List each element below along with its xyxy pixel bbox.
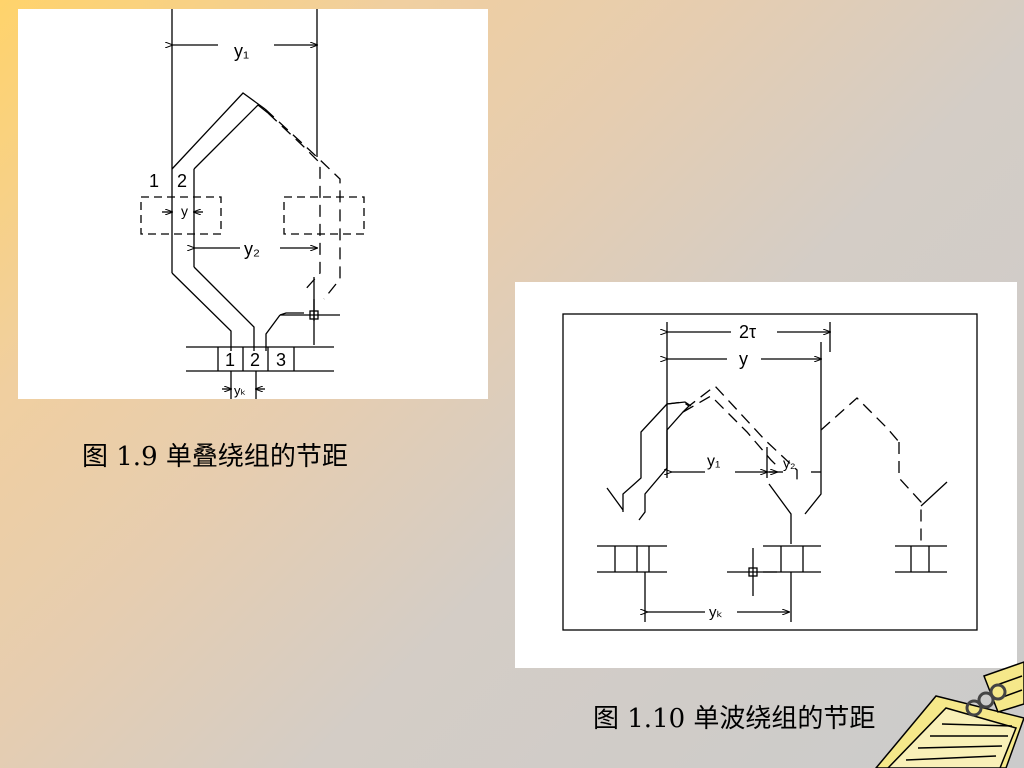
- lap-winding-diagram: y₁ 1 2 y y₂ 1 2 3 yₖ: [140, 9, 365, 399]
- yk-label: yₖ: [234, 383, 246, 398]
- y-label: y: [739, 349, 748, 369]
- y1-label: y₁: [707, 453, 720, 470]
- segment-number-3: 3: [276, 350, 286, 370]
- y2-label: y₂: [783, 455, 795, 471]
- figure-1-9-caption: 图 1.9 单叠绕组的节距: [82, 442, 348, 472]
- y2-label: y₂: [244, 239, 260, 259]
- figure-1-10-panel: 2τ y y₁ y₂ yₖ: [515, 282, 1017, 668]
- wave-winding-diagram: 2τ y y₁ y₂ yₖ: [562, 313, 978, 631]
- figure-1-10-caption: 图 1.10 单波绕组的节距: [593, 704, 876, 734]
- coil-number-2: 2: [177, 171, 187, 191]
- coil-number-1: 1: [149, 171, 159, 191]
- y1-label: y₁: [234, 41, 249, 61]
- two-tau-label: 2τ: [739, 322, 756, 342]
- figure-1-9-panel: y₁ 1 2 y y₂ 1 2 3 yₖ: [18, 9, 488, 399]
- y-label: y: [181, 203, 188, 219]
- notebook-clipart-icon: [866, 656, 1024, 768]
- segment-number-1: 1: [225, 350, 235, 370]
- yk-label: yₖ: [709, 604, 723, 621]
- segment-number-2: 2: [250, 350, 260, 370]
